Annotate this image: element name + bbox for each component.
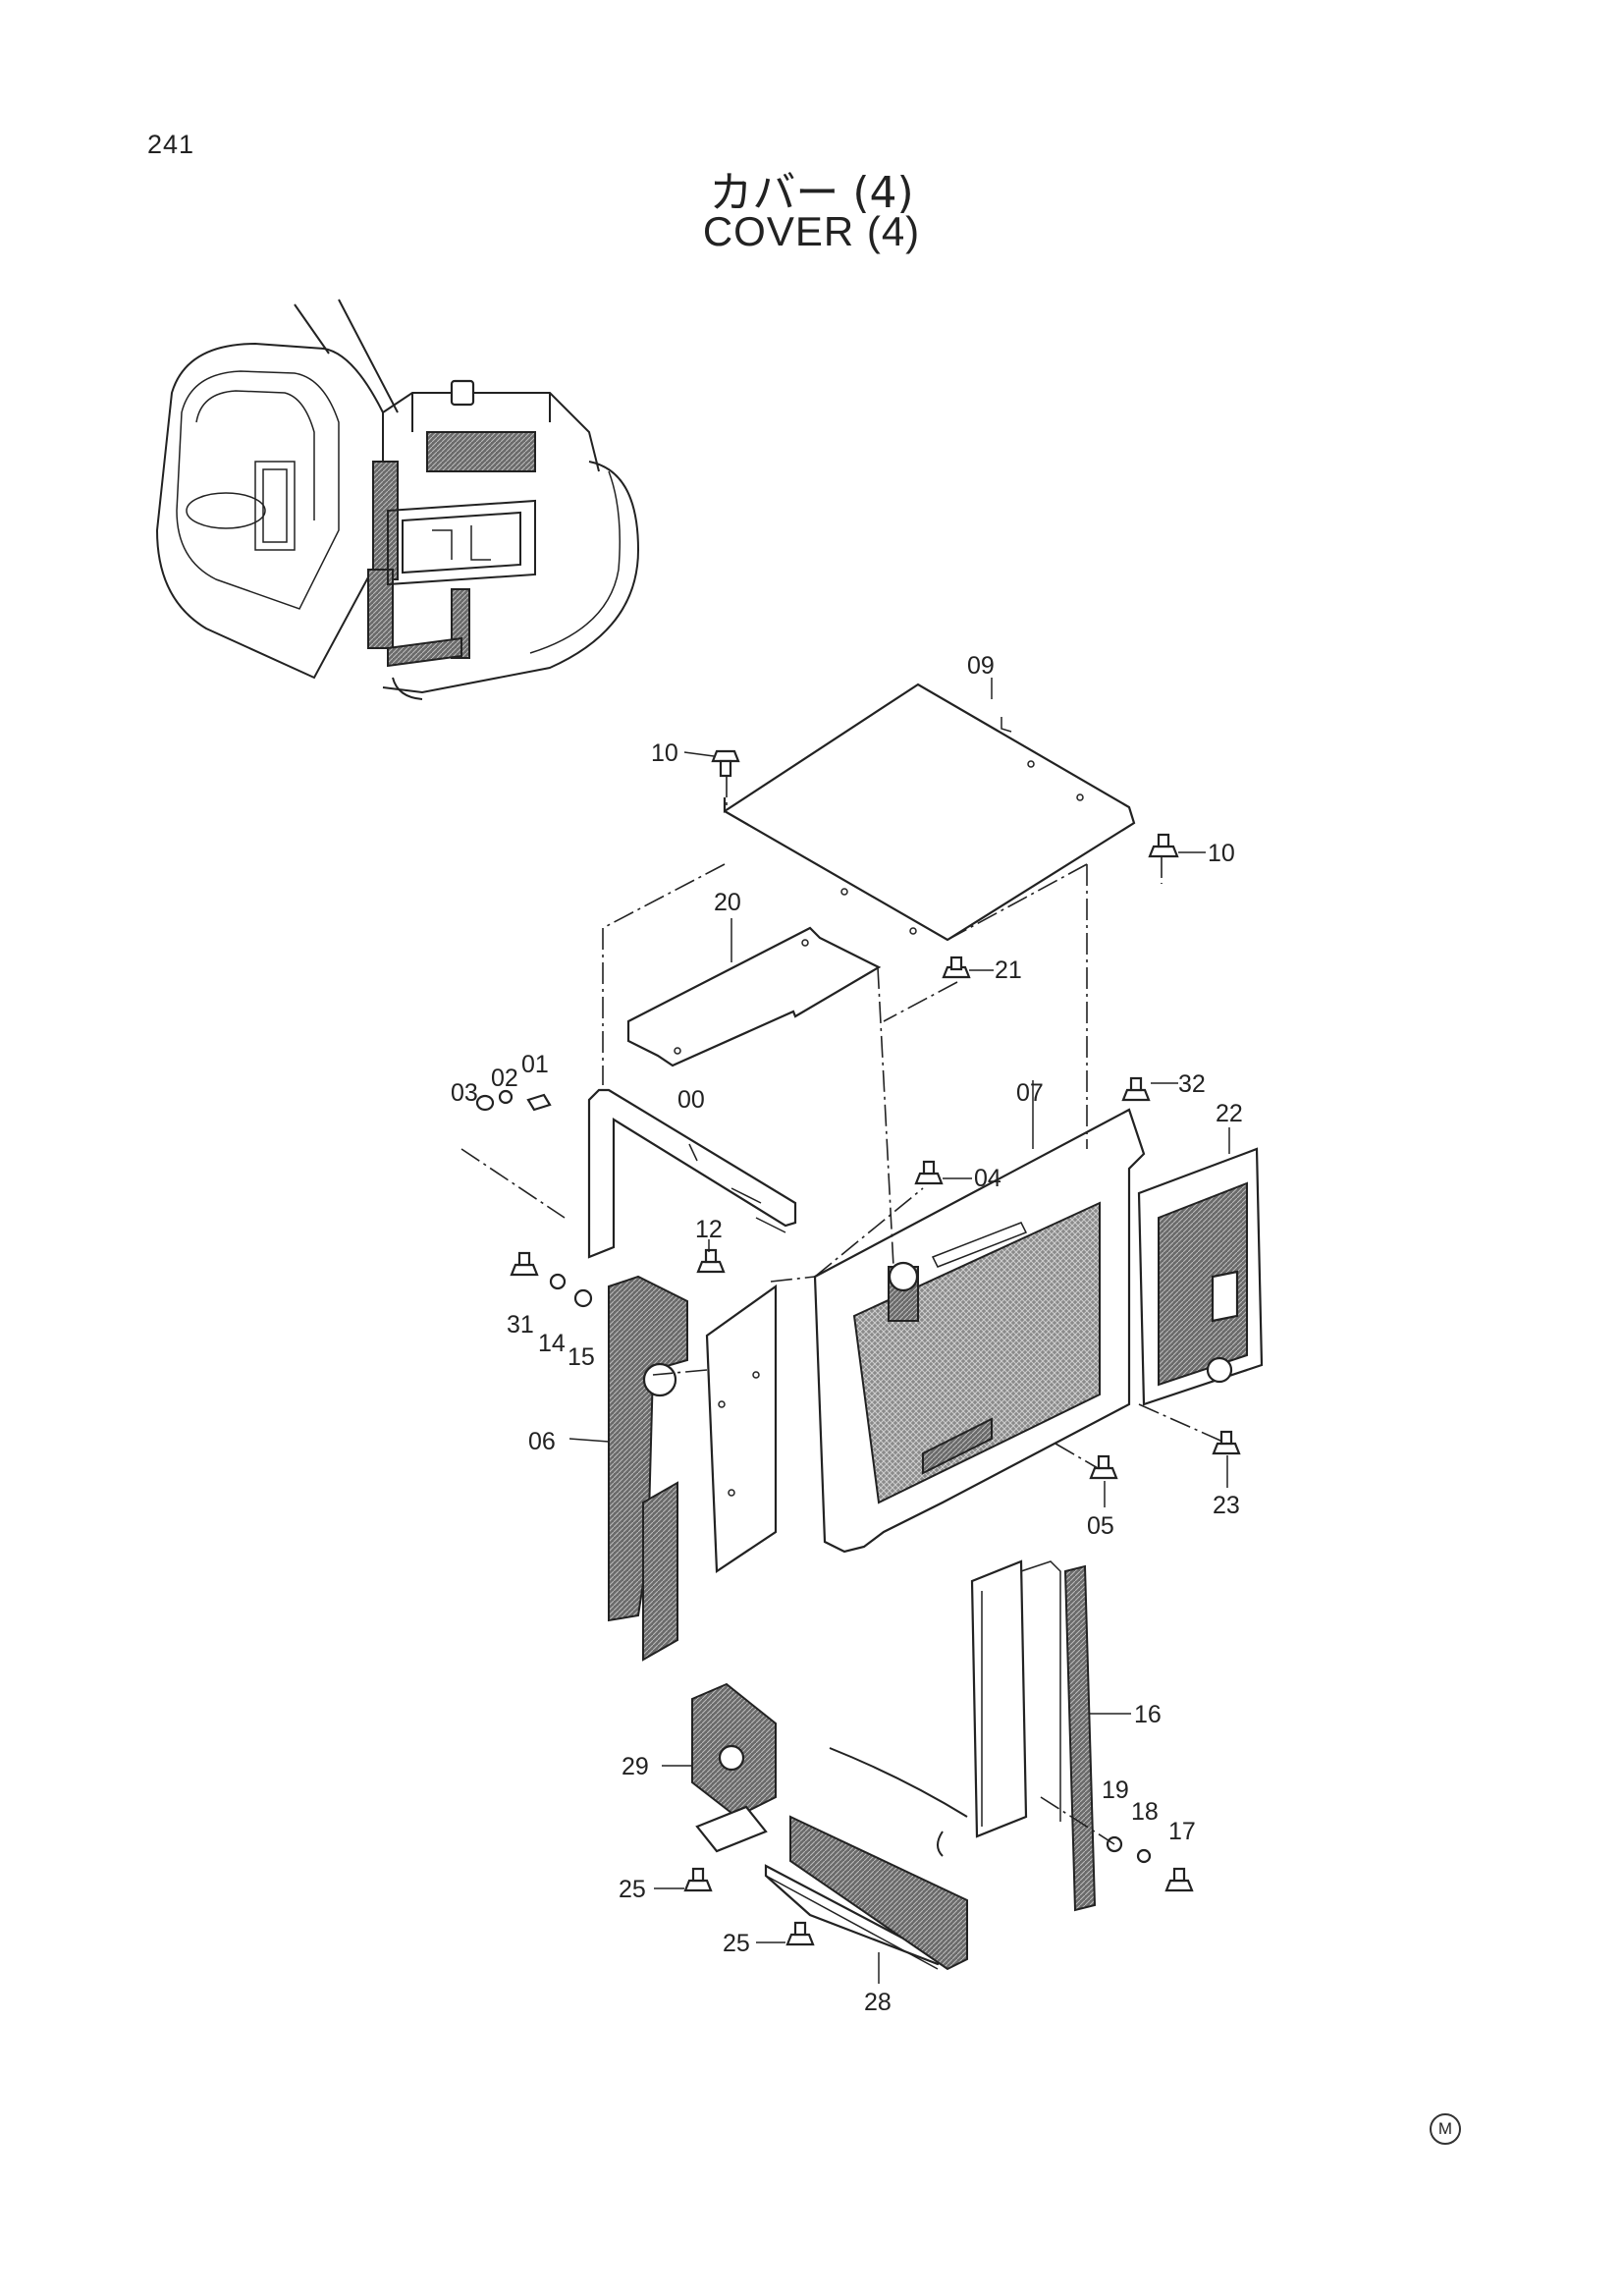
callout-10b: 10: [1208, 840, 1235, 867]
parts-drawing: [460, 683, 1264, 1971]
callout-10a: 10: [651, 739, 678, 767]
manufacturer-mark: M: [1430, 2113, 1461, 2145]
callout-12: 12: [695, 1216, 723, 1243]
callout-18: 18: [1131, 1798, 1159, 1826]
callout-29: 29: [622, 1753, 649, 1780]
callout-01: 01: [521, 1051, 549, 1078]
page-title-english: COVER (4): [702, 208, 921, 254]
callout-05: 05: [1087, 1512, 1114, 1540]
callout-20: 20: [714, 889, 741, 916]
callout-15: 15: [568, 1343, 595, 1371]
callout-17: 17: [1168, 1818, 1196, 1845]
callout-16: 16: [1134, 1701, 1162, 1728]
callout-06: 06: [528, 1428, 556, 1455]
callout-02: 02: [491, 1065, 518, 1092]
page-title-japanese: カバー (4): [709, 168, 914, 218]
callout-25b: 25: [723, 1930, 750, 1957]
callout-09: 09: [967, 652, 995, 680]
page-number: 241: [147, 130, 195, 159]
overview-machine-illustration: [155, 299, 640, 700]
callout-04: 04: [974, 1165, 1001, 1192]
callout-14: 14: [538, 1330, 566, 1357]
callout-23: 23: [1213, 1492, 1240, 1519]
callout-03: 03: [451, 1079, 478, 1107]
callout-07: 07: [1016, 1079, 1044, 1107]
callout-32: 32: [1178, 1070, 1206, 1098]
callout-31: 31: [507, 1311, 534, 1339]
part-callouts: 09 10 10 20 21 03 02 01 00 07 32 22 04 1…: [451, 652, 1243, 2016]
callout-19: 19: [1102, 1777, 1129, 1804]
callout-00: 00: [677, 1086, 705, 1114]
leader-lines: [568, 678, 1230, 1984]
callout-22: 22: [1216, 1100, 1243, 1127]
washer-icon: [475, 1089, 1152, 1864]
bolt-icon: [510, 749, 1241, 1946]
callout-28: 28: [864, 1989, 892, 2016]
callout-25a: 25: [619, 1876, 646, 1903]
callout-21: 21: [995, 957, 1022, 984]
